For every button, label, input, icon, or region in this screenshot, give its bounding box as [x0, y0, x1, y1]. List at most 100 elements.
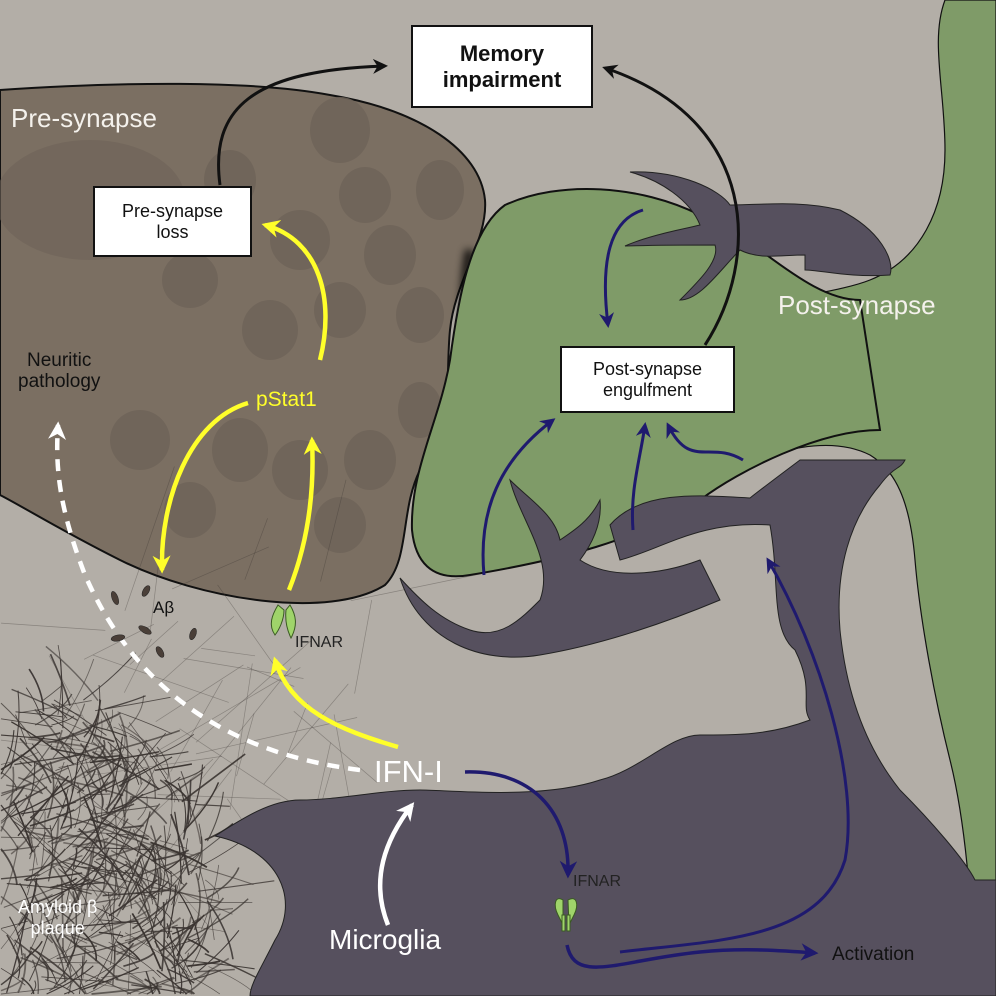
arrow-microglia-to-ifn — [377, 802, 415, 926]
plaque-fibre — [150, 733, 195, 758]
plaque-fibre — [66, 806, 95, 849]
plaque-fibre — [32, 878, 58, 920]
plaque-fibre — [147, 752, 158, 782]
plaque-fibre — [47, 825, 54, 882]
plaque-fibre — [72, 891, 78, 944]
plaque-fibre — [137, 869, 159, 915]
memory-line2: impairment — [442, 66, 562, 92]
plaque-fibre — [95, 696, 171, 712]
plaque-fibre — [187, 898, 249, 939]
plaque-fibre — [91, 781, 104, 808]
plaque-fibre — [47, 910, 83, 933]
plaque-fibre-thin — [354, 599, 373, 694]
plaque-fibre — [19, 760, 65, 809]
plaque-fibre — [131, 984, 185, 994]
plaque-fibre — [90, 901, 112, 932]
plaque-fibre — [0, 786, 48, 812]
plaque-fibre — [7, 953, 24, 980]
ifnar-microglia-label: IFNAR — [573, 873, 621, 890]
plaque-fibre — [83, 698, 101, 738]
plaque-fibre — [0, 758, 16, 780]
plaque-fibre — [0, 718, 53, 728]
plaque-fibre — [41, 713, 94, 736]
plaque-fibre-thin — [263, 683, 349, 785]
plaque-fibre — [163, 938, 181, 977]
plaque-fibre — [177, 891, 201, 946]
plaque-fibre — [116, 941, 141, 961]
plaque-fibre — [167, 968, 195, 984]
plaque-fibre-thin — [171, 546, 269, 590]
arrow-pstat1-to-abeta — [152, 400, 249, 574]
plaque-fibre — [25, 940, 43, 959]
plaque-fibre — [109, 743, 115, 798]
plaque-fibre — [0, 848, 18, 886]
arrow-ifn-to-neuritic — [48, 421, 361, 773]
plaque-fibre — [161, 982, 193, 995]
arrow-activation-up — [619, 557, 850, 954]
plaque-fibre — [176, 923, 195, 957]
plaque-fibre — [106, 709, 114, 730]
plaque-fibre — [0, 771, 18, 791]
plaque-fibre — [181, 972, 221, 995]
plaque-fibre — [112, 796, 134, 810]
plaque-fibre — [119, 803, 161, 853]
plaque-fibre — [81, 828, 99, 866]
plaque-fibre — [92, 911, 138, 968]
plaque-fibre — [88, 810, 109, 860]
plaque-fibre — [83, 878, 129, 890]
plaque-fibre — [95, 983, 148, 995]
plaque-fibre — [46, 862, 105, 905]
plaque-fibre — [65, 881, 105, 886]
plaque-fibre — [116, 755, 140, 803]
plaque-fibre-thin — [124, 466, 175, 611]
plaque-fibre — [198, 880, 275, 892]
plaque-fibre — [9, 785, 26, 806]
plaque-fibre — [49, 959, 88, 992]
plaque-fibre-thin — [286, 702, 308, 756]
plaque-fibre — [24, 824, 33, 860]
plaque-fibre — [139, 842, 157, 864]
arrow-ifnar-to-pstat1 — [286, 436, 322, 591]
postsynapse-label: Post-synapse — [778, 290, 936, 320]
plaque-fibre — [56, 739, 76, 757]
plaque-fibre-thin — [155, 664, 244, 722]
plaque-fibre — [183, 782, 220, 832]
plaque-fibre — [156, 746, 169, 779]
plaque-fibre — [171, 838, 188, 906]
plaque-fibre — [174, 811, 182, 884]
plaque-fibre — [89, 751, 160, 764]
plaque-fibre-thin — [92, 654, 229, 703]
vesicles — [110, 97, 464, 553]
plaque-fibre — [50, 747, 94, 758]
plaque-fibre — [0, 845, 19, 905]
plaque-fibre — [145, 971, 154, 995]
plaque-fibre — [51, 715, 75, 726]
plaque-fibre — [0, 766, 15, 832]
plaque-fibre — [6, 934, 22, 964]
pstat1-label: pStat1 — [256, 388, 317, 411]
plaque-fibre — [159, 870, 172, 926]
plaque-fibre — [181, 753, 246, 803]
ifn-label: IFN-I — [374, 754, 443, 789]
arrow-preloss-to-memory — [217, 58, 388, 186]
microglia-label: Microglia — [329, 924, 442, 955]
plaque-fibre — [180, 771, 192, 817]
plaque-fibre — [74, 782, 81, 829]
plaque-fibre — [48, 935, 87, 995]
plaque-fibre — [122, 757, 128, 826]
plaque-fibre — [21, 912, 39, 938]
plaque-fibre — [16, 955, 21, 979]
plaque-fibre — [0, 751, 39, 765]
plaque-fibre — [101, 793, 144, 820]
plaque-fibre — [196, 926, 225, 933]
plaque-fibre — [171, 926, 193, 930]
amyloid-plaque-label: Amyloid β plaque — [18, 897, 97, 938]
plaque-fibre — [3, 884, 64, 908]
plaque-fibre — [151, 976, 158, 995]
plaque-fibre — [92, 818, 129, 859]
plaque-fibre — [31, 959, 40, 995]
plaque-fibre — [30, 980, 37, 995]
post-engulf-line2: engulfment — [602, 379, 693, 400]
plaque-fibre — [0, 836, 41, 839]
plaque-fibre — [42, 927, 88, 944]
